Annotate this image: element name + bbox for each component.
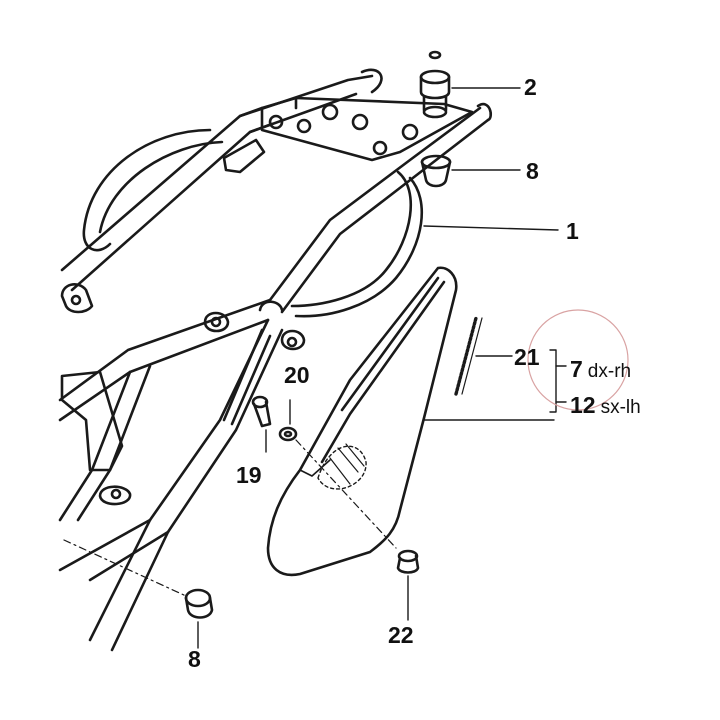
spacer-8 (184, 588, 214, 619)
annotation-circle (527, 309, 629, 411)
grommet-8 (420, 154, 452, 188)
callout-number: 21 (514, 344, 540, 370)
luggage-rack (60, 68, 492, 318)
callout-number: 1 (566, 218, 579, 244)
callout-number: 12 (570, 392, 596, 418)
callout-20: 20 (284, 364, 310, 387)
callout-2: 2 (524, 76, 537, 99)
assembly-axes (63, 439, 397, 597)
callout-8: 8 (526, 160, 539, 183)
grommet-2 (419, 50, 451, 119)
callout-22: 22 (388, 624, 414, 647)
side-label-right: dx-rh (587, 361, 632, 382)
callout-1: 1 (566, 220, 579, 243)
callout-number: 22 (388, 622, 414, 648)
callout-number: 7 (570, 356, 583, 382)
callout-number: 8 (188, 646, 201, 672)
callout-number: 20 (284, 362, 310, 388)
side-cover (266, 266, 458, 577)
callout-19: 19 (236, 464, 262, 487)
screw-19 (251, 395, 272, 428)
bushing-22 (396, 549, 420, 574)
emblem-sticker (454, 316, 483, 396)
callout-21: 21 (514, 346, 540, 369)
side-label-left: sx-lh (600, 397, 641, 418)
callout-8-lower: 8 (188, 648, 201, 671)
leader-lines (197, 87, 567, 649)
washer-20 (278, 426, 298, 442)
callout-number: 8 (526, 158, 539, 184)
subframe (58, 298, 306, 652)
callout-number: 19 (236, 462, 262, 488)
callout-number: 2 (524, 74, 537, 100)
